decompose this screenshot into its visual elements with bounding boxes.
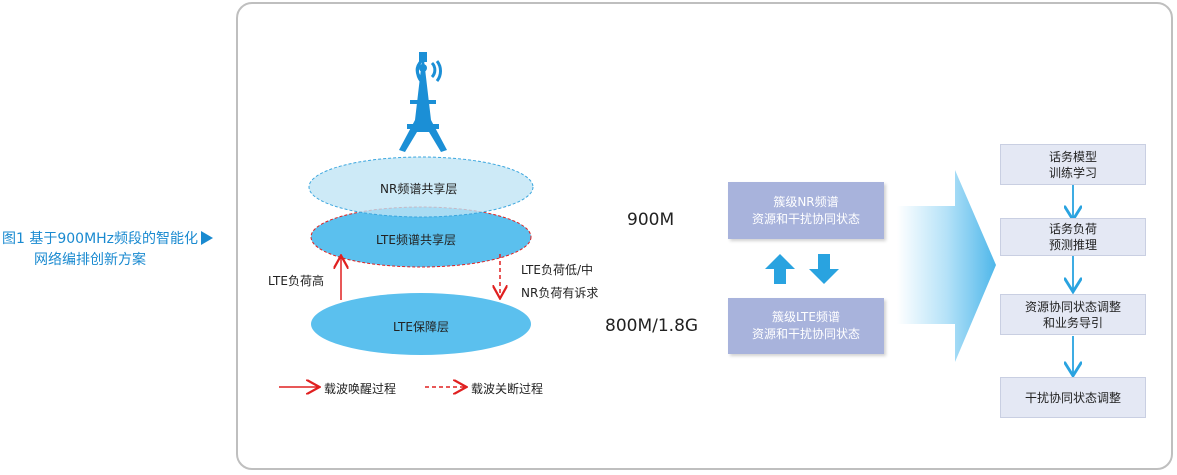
lte-box-line1: 簇级LTE频谱 (772, 310, 840, 324)
caption-line1: 图1 基于900MHz频段的智能化 (2, 231, 199, 247)
triangle-pointer-icon (201, 231, 214, 245)
lte-box-line2: 资源和干扰协同状态 (751, 327, 860, 341)
flow-step-2: 话务负荷 预测推理 (1000, 218, 1146, 256)
lte-high-label: LTE负荷高 (268, 274, 324, 288)
radio-tower-icon (399, 52, 447, 152)
lte-guard-layer-label: LTE保障层 (393, 320, 449, 334)
flow-step-4: 干扰协同状态调整 (1000, 377, 1146, 418)
flow-step-3: 资源协同状态调整 和业务导引 (1000, 294, 1146, 335)
nr-demand-label: NR负荷有诉求 (521, 286, 599, 300)
lte-spectrum-state-box: 簇级LTE频谱 资源和干扰协同状态 (728, 298, 884, 354)
caption-line2: 网络编排创新方案 (34, 252, 146, 268)
legend-wake-label: 载波唤醒过程 (324, 382, 397, 396)
down-arrow-icon (809, 254, 839, 284)
big-flow-arrow-icon (897, 170, 996, 362)
nr-box-line2: 资源和干扰协同状态 (751, 211, 860, 226)
flow-step-1: 话务模型 训练学习 (1000, 144, 1146, 185)
flow-step-3-line2: 和业务导引 (1042, 315, 1103, 330)
flow-step-4-line1: 干扰协同状态调整 (1024, 390, 1121, 405)
flow-step-1-line2: 训练学习 (1048, 165, 1097, 180)
lte-share-layer-label: LTE频谱共享层 (376, 233, 456, 247)
legend-shutdown-label: 载波关断过程 (471, 382, 544, 396)
nr-share-ellipse (308, 156, 534, 218)
nr-spectrum-state-box: 簇级NR频谱 资源和干扰协同状态 (728, 182, 884, 239)
up-arrow-icon (765, 254, 795, 284)
flow-step-2-line2: 预测推理 (1048, 238, 1097, 252)
lte-low-label: LTE负荷低/中 (521, 263, 593, 277)
flow-step-2-line1: 话务负荷 (1048, 222, 1097, 236)
nr-box-line1: 簇级NR频谱 (773, 194, 839, 209)
freq-800-label: 800M/1.8G (605, 316, 699, 336)
nr-layer-label: NR频谱共享层 (380, 182, 458, 196)
figure-caption: 图1 基于900MHz频段的智能化 网络编排创新方案 (2, 229, 214, 271)
flow-step-1-line1: 话务模型 (1048, 149, 1097, 164)
flow-step-3-line1: 资源协同状态调整 (1024, 299, 1121, 314)
lte-guard-ellipse (311, 293, 531, 355)
freq-900-label: 900M (627, 210, 675, 230)
